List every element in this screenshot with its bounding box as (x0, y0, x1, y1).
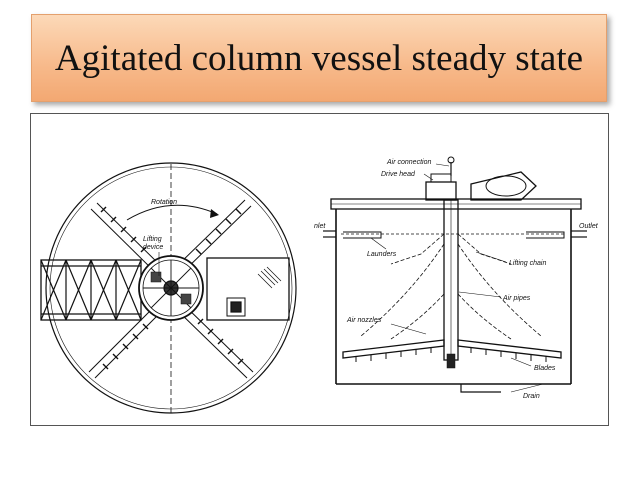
rotation-arrow (126, 204, 218, 221)
drive-housing (206, 257, 290, 321)
section-view (323, 156, 587, 393)
hub-spokes (143, 260, 199, 316)
drain-pipe (460, 384, 501, 393)
label-lifting-device-1: Lifting (143, 236, 162, 243)
motor-casing (470, 171, 537, 201)
label-lifting-chain: Lifting chain (509, 260, 546, 267)
slide-title: Agitated column vessel steady state (54, 37, 584, 79)
rake-arms (88, 199, 254, 379)
leader-lines (370, 163, 544, 393)
agitator-diagram: Rotation Lifting device (40, 156, 599, 414)
label-blades: Blades (534, 365, 556, 372)
label-outlet: Outlet (579, 223, 599, 230)
label-launders: Launders (367, 251, 397, 258)
launder-right (526, 231, 565, 239)
launder-left (343, 231, 382, 239)
label-rotation: Rotation (151, 199, 177, 206)
label-air-pipes: Air pipes (502, 295, 531, 302)
diagram-frame: Rotation Lifting device (30, 113, 609, 426)
lifting-chains (360, 233, 542, 340)
drive-head (425, 181, 457, 201)
rake-arms-section (342, 339, 562, 362)
housing-grille (257, 266, 282, 289)
label-lifting-device-2: device (143, 244, 163, 251)
label-drain: Drain (523, 393, 540, 400)
label-drive-head: Drive head (381, 171, 416, 178)
label-air-connection: Air connection (386, 159, 431, 166)
plan-view (40, 162, 297, 414)
rake-blades (100, 206, 244, 370)
motor-box (226, 297, 246, 317)
label-inlet: nlet (314, 223, 326, 230)
title-banner: Agitated column vessel steady state (31, 14, 607, 102)
label-air-nozzles: Air nozzles (346, 317, 382, 324)
truss-bridge (40, 259, 142, 321)
